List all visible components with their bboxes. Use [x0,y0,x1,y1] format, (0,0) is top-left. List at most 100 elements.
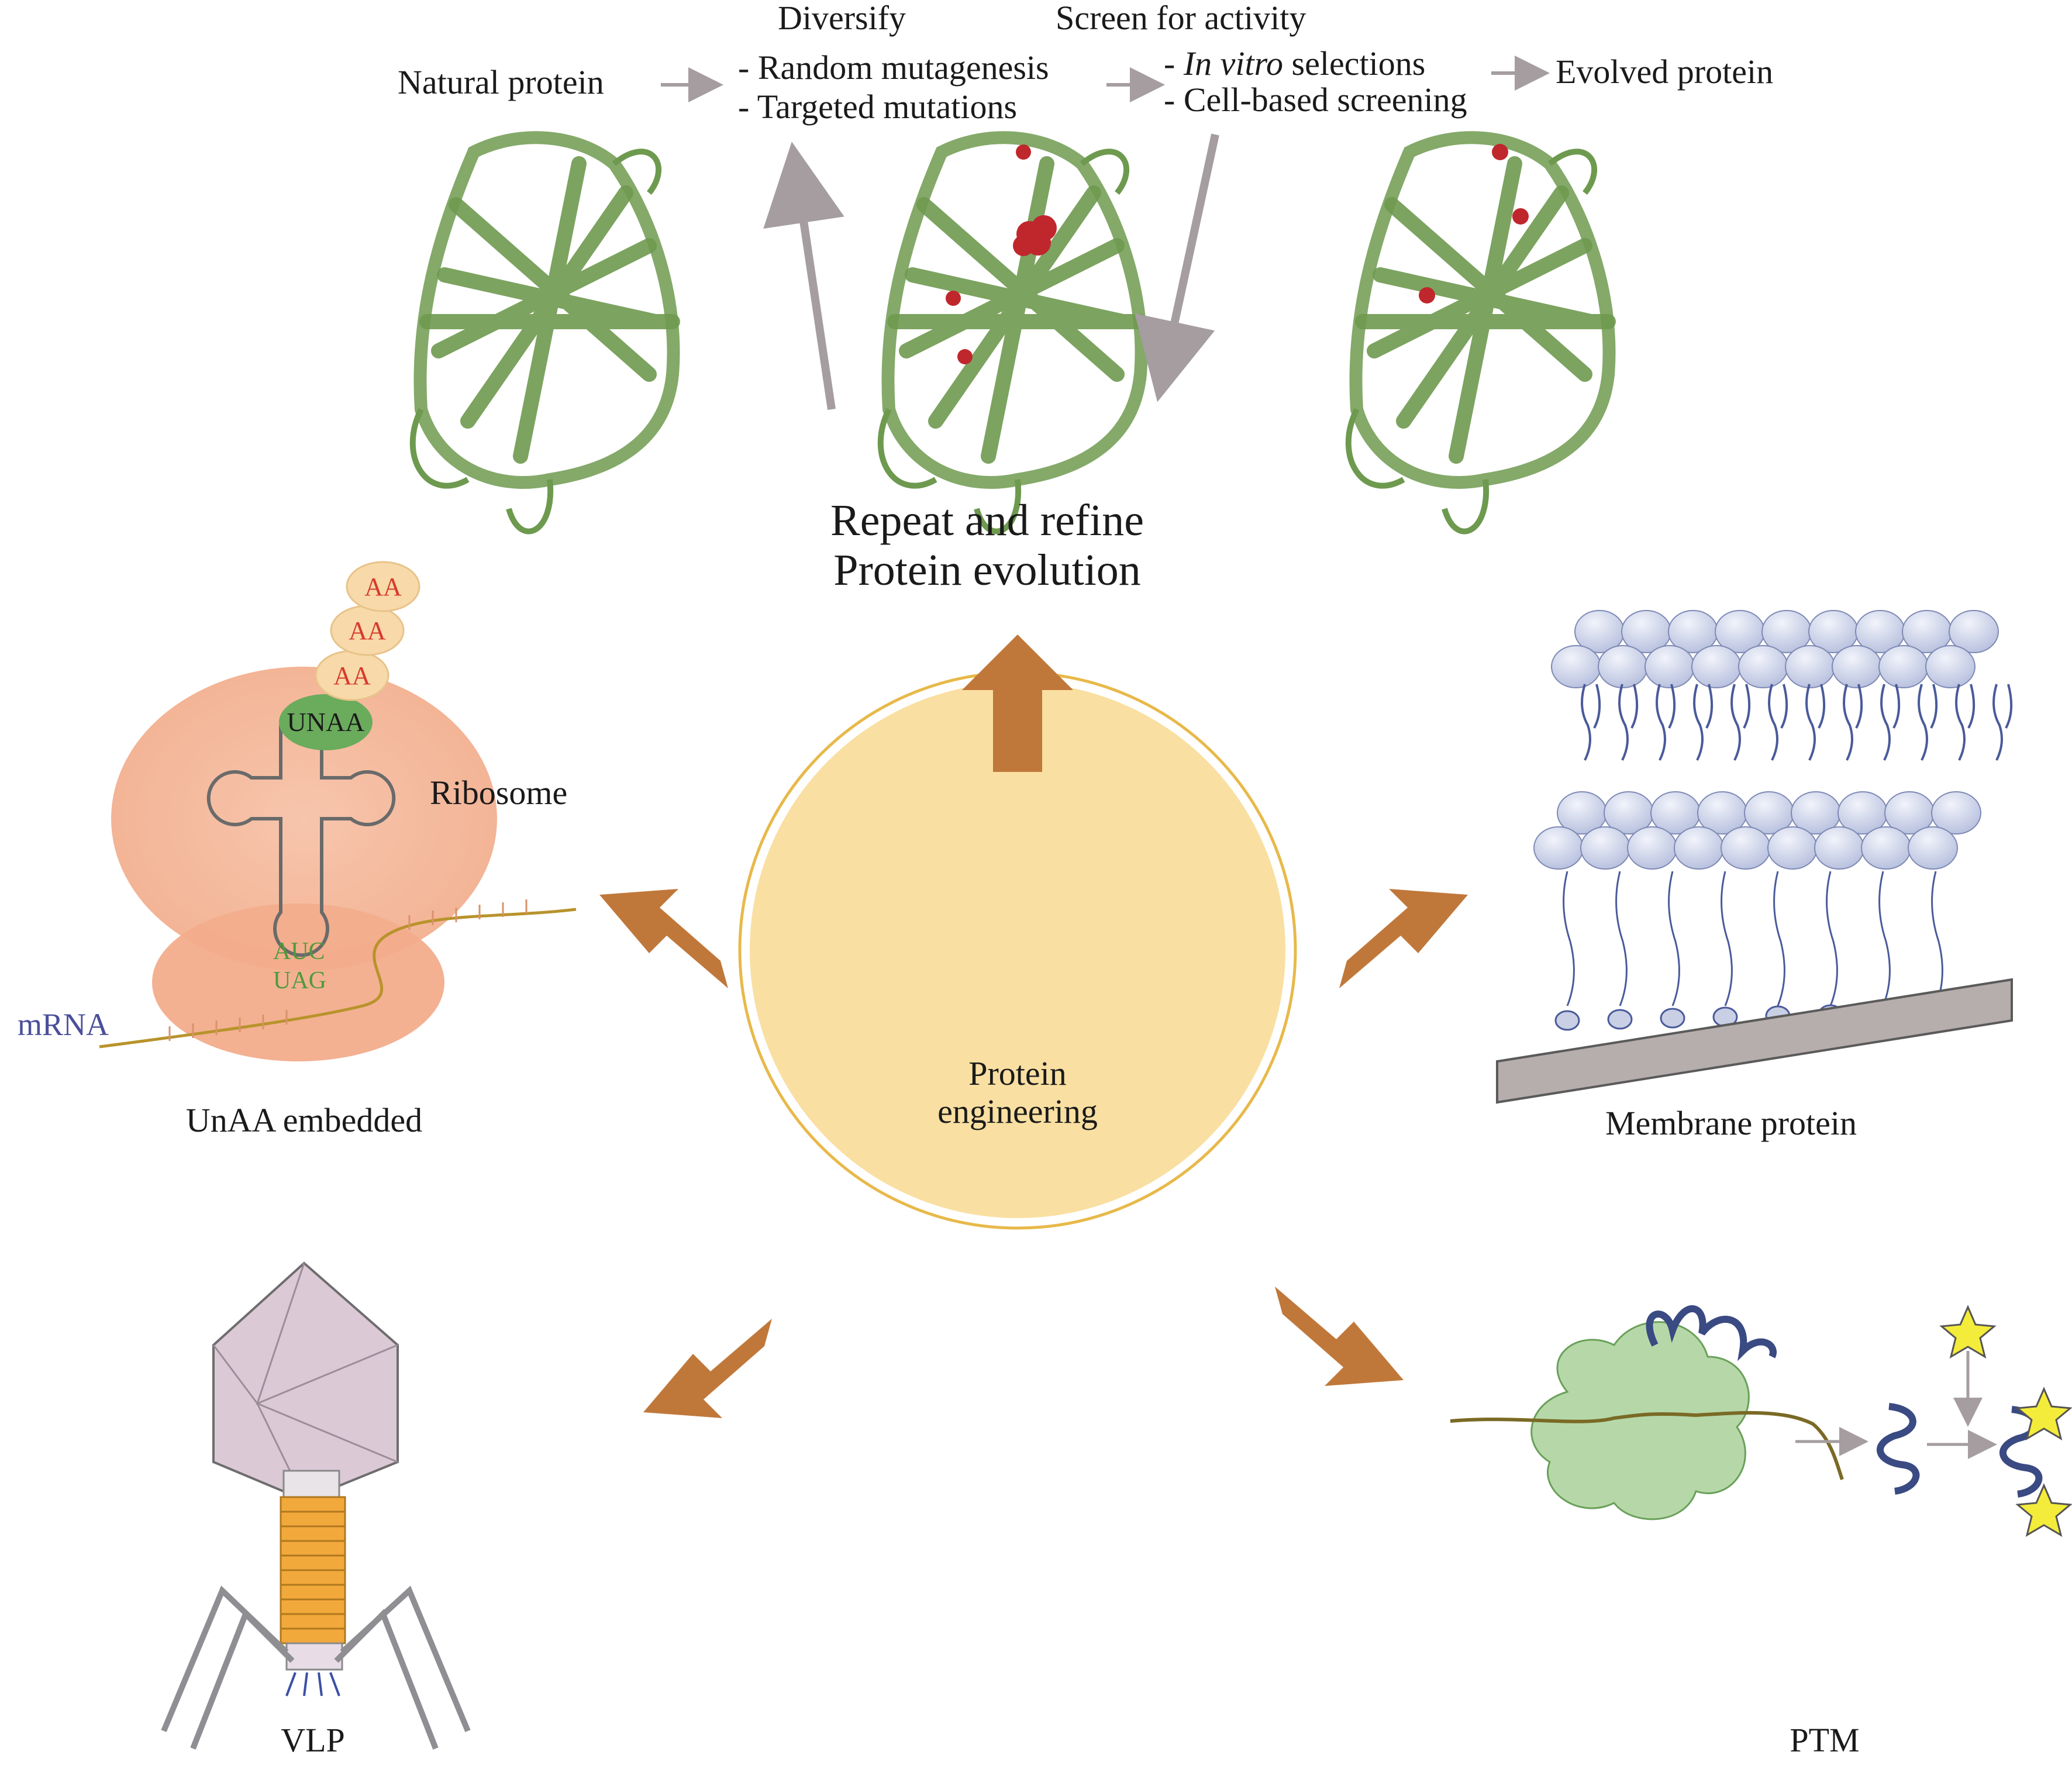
lipid-head [1551,645,1601,688]
lipid-tail [1955,684,1966,761]
tether [1615,871,1628,1006]
nascent-peptide [1646,1305,1777,1361]
lipid-head [1645,645,1695,688]
tether [1563,871,1575,1006]
tether-anchor [1660,1008,1685,1029]
lipid-tail [1705,684,1714,729]
lipid-head [1721,826,1771,870]
natural-protein-label: Natural protein [398,63,604,101]
protein-engineering-hub: Protein engineering [738,671,1297,1230]
trna-icon [206,725,396,957]
lipid-tail [1668,684,1676,729]
lipid-tail [1880,684,1891,761]
aa-label-3: AA [364,573,402,601]
evolved-protein-structure [1345,131,1616,535]
mutation-dot [1013,235,1034,256]
lipid-tail [1581,684,1591,761]
lipid-tail [2005,684,2013,729]
lipid-heads-upper [1551,610,1999,688]
tether [1721,871,1733,1006]
membrane-caption: Membrane protein [1605,1104,1857,1142]
membrane-panel: Membrane protein [1496,610,2013,1142]
lipid-head [1814,826,1864,870]
arrow-upper-right [1339,889,1468,988]
lipid-tail [1768,684,1778,761]
lipid-tail [1918,684,1928,761]
vlp-panel: VLP [161,1261,471,1759]
baseplate [285,1642,343,1671]
mutation-dot [1016,144,1031,160]
lipid-head [1949,610,1999,653]
lipid-head [1580,826,1630,870]
protein-evolution-panel: Natural protein Diversify - Random mutag… [398,0,1773,595]
mutated-protein-structure [877,131,1148,535]
lipid-tail [1855,684,1863,729]
unaa-panel: UNAA AA AA AA Ribosome AUC UAG mRNA UnAA… [18,561,577,1139]
diversify-item-targeted: - Targeted mutations [738,88,1017,126]
mrna-label: mRNA [18,1007,109,1042]
unaa-caption: UnAA embedded [186,1101,422,1139]
mutation-dot [957,349,973,364]
cycle-arrow-down [1135,133,1219,402]
tether [1668,871,1680,1006]
diversify-title: Diversify [778,0,906,37]
lipid-head [1925,645,1976,688]
hub-label-line2: engineering [937,1092,1098,1130]
mutation-dot [946,291,961,306]
lipid-head [1861,826,1911,870]
lipid-head [1674,826,1724,870]
natural-protein-structure [409,131,680,535]
tail-fibers-icon [161,1585,471,1750]
lipid-tail [1593,684,1601,729]
lipid-head [1738,645,1788,688]
lipid-head [1908,826,1958,870]
lipid-head [1931,791,1981,835]
mutation-dot [1492,144,1508,160]
lipid-tail [1693,684,1704,761]
ptm-caption: PTM [1790,1721,1859,1759]
lipid-tail [1618,684,1629,761]
hub-label-line1: Protein [968,1054,1067,1092]
aa-label-1: AA [333,661,371,690]
codon-auc: AUC [273,938,325,965]
lipid-head [1785,645,1835,688]
star-icon [1939,1305,1997,1359]
lipid-tail [1843,684,1853,761]
mrna-strand [99,908,577,1049]
ribosome-small-subunit [152,904,444,1061]
lipid-tail [1730,684,1741,761]
hub-circle [750,682,1285,1218]
lipid-head [1598,645,1648,688]
lipid-head [1878,645,1929,688]
screen-title: Screen for activity [1056,0,1306,37]
star-icon [2015,1387,2072,1441]
aa-bead-3 [346,561,420,612]
support-substrate [1496,978,2013,1104]
lipid-head [1533,826,1584,870]
arrow-up [962,635,1073,772]
lipid-tail [1780,684,1788,729]
arrow-lower-right [1275,1287,1404,1386]
mutation-dot [1419,287,1435,304]
codon-uag: UAG [273,967,326,994]
tether-anchor [1554,1010,1580,1031]
tether [1878,871,1891,1006]
lipid-head [1691,645,1742,688]
arrow-lower-left [643,1319,772,1418]
diversify-item-random: - Random mutagenesis [738,49,1049,87]
cycle-arrow-up [763,142,844,411]
vlp-caption: VLP [281,1721,345,1759]
lipid-tail [1656,684,1666,761]
folded-peptide-icon [1877,1403,1920,1495]
lipid-tail [1892,684,1901,729]
tether [1931,871,1943,1006]
collar [282,1470,340,1498]
lipid-tail [1818,684,1826,729]
evolved-protein-label: Evolved protein [1556,53,1773,91]
hub-arrows [599,635,1468,1418]
arrow-upper-left [599,889,728,988]
ribosome-label: Ribosome [430,774,567,812]
lipid-tails [1581,684,2013,761]
